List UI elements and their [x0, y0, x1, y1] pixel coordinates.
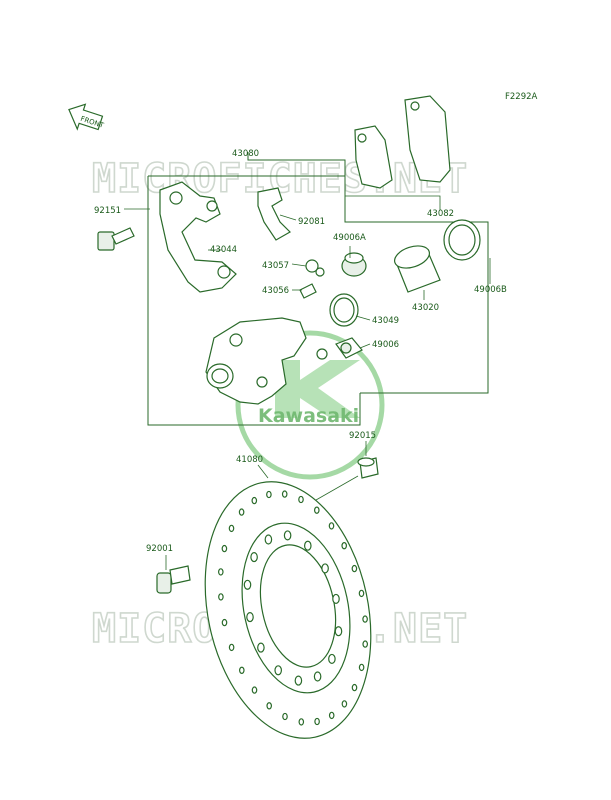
disc-hole [328, 522, 335, 530]
caliper-bracket-icon [159, 181, 237, 293]
disc-hole [313, 506, 320, 514]
part-label: 43049 [372, 316, 399, 326]
disc-hole [321, 563, 329, 574]
disc-hole [246, 612, 254, 623]
pad-bracket [345, 195, 441, 210]
part-label: 92081 [298, 217, 325, 227]
part-label: 43020 [412, 303, 439, 313]
figure-code: F2292A [505, 92, 538, 102]
part-label: 49006 [372, 340, 399, 350]
disc-hole [341, 700, 348, 708]
disc-hole [298, 495, 304, 504]
part-label: 41080 [236, 455, 263, 465]
disc-hole [281, 490, 288, 498]
part-label: 49006B [474, 285, 507, 295]
disc-hole [298, 718, 305, 726]
disc-hole [283, 530, 292, 541]
disc-hole [328, 711, 335, 720]
disc-hole [218, 593, 224, 601]
disc-hole [303, 540, 312, 551]
disc-hole [358, 663, 365, 672]
brake-disc-icon [204, 481, 372, 739]
dust-seal-icon [443, 219, 481, 261]
assembly-top-leader [247, 152, 346, 176]
part-label: 92015 [349, 431, 376, 441]
disc-hole [294, 675, 303, 686]
part-label: 49006A [333, 233, 366, 243]
front-arrow-icon: FRONT [68, 103, 105, 131]
disc-hole [282, 712, 288, 721]
disc-hole [351, 564, 358, 573]
part-label: 43080 [232, 149, 259, 159]
disc-hole [358, 589, 365, 598]
disc-hole [362, 615, 368, 623]
part-label: 43082 [427, 209, 454, 219]
logo-text: Kawasaki [258, 405, 359, 427]
assembly-bracket [147, 176, 361, 426]
disc-hole [264, 534, 273, 545]
disc-hole [328, 653, 336, 664]
part-labels: 43080 43082 92151 92081 43044 49006A 430… [94, 149, 507, 554]
piston-icon [394, 245, 441, 293]
disc-hole [266, 490, 272, 499]
disc-hole [266, 702, 273, 710]
pin-icon [335, 337, 363, 359]
part-label: 43056 [262, 286, 289, 296]
disc-hole [314, 717, 320, 726]
leader-lines [124, 208, 491, 570]
disc-hole [351, 683, 358, 692]
disc-hole [243, 579, 252, 590]
disc-holes [218, 490, 369, 726]
cap-icon [305, 259, 325, 277]
disc-hole [274, 665, 283, 676]
disc-hole [251, 496, 258, 505]
caliper-body-icon [205, 317, 328, 405]
washer-icon [357, 457, 379, 479]
disc-hole [239, 666, 245, 674]
disc-hole [228, 524, 235, 533]
disc-hole [362, 640, 369, 648]
disc-hole [228, 643, 235, 652]
piston-seal-icon [329, 293, 359, 327]
disc-hole [257, 642, 265, 653]
part-label: 92001 [146, 544, 173, 554]
part-label: 92151 [94, 206, 121, 216]
disc-hole [251, 686, 258, 694]
boot-icon [341, 252, 367, 277]
disc-hole [218, 568, 224, 576]
disc-hole [238, 508, 245, 516]
disc-hole [221, 544, 228, 553]
disc-hole [250, 552, 258, 563]
bleed-valve-icon [299, 283, 317, 299]
disc-hole [313, 671, 322, 682]
part-label: 43057 [262, 261, 289, 271]
disc-hole [221, 618, 228, 627]
disc-hole [332, 593, 340, 604]
brake-pad-icon [354, 95, 451, 189]
spring-clip-icon [257, 187, 291, 241]
disc-hole [341, 542, 348, 550]
part-label: 43044 [210, 245, 237, 255]
assembly-bracket-2 [148, 175, 489, 394]
bolt-icon [97, 227, 135, 251]
disc-bolt-icon [156, 565, 191, 594]
disc-hole [334, 626, 343, 637]
kawasaki-logo: Kawasaki [235, 330, 385, 480]
